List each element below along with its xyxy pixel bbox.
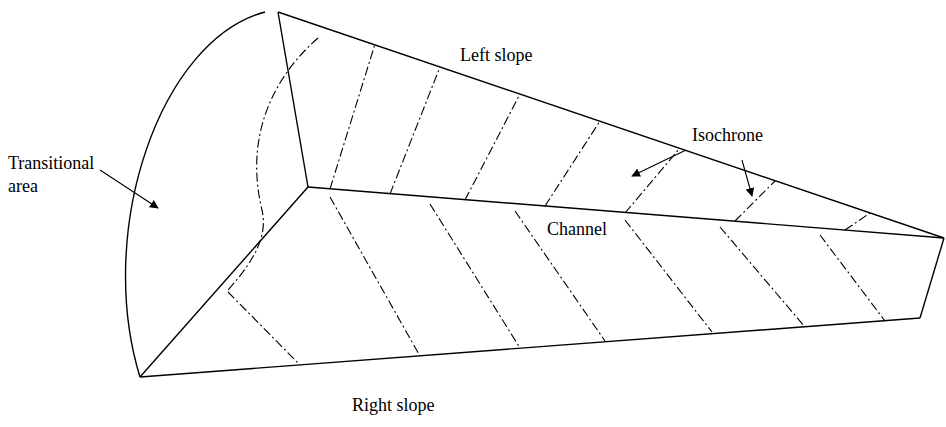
part-label: Left slope [458,44,534,67]
left-edge [278,12,944,238]
isochrones [228,38,885,365]
divide-line [278,12,308,187]
divide-line [140,187,308,377]
part-label: Channel [545,218,609,241]
part-label: Isochrone [690,124,765,147]
outer-arc [126,12,265,377]
part-label: Transitional area [6,152,92,197]
leader-lines [100,150,752,208]
part-label: Right slope [350,394,437,417]
right-edge [140,318,920,377]
outlet-edge [920,238,944,318]
